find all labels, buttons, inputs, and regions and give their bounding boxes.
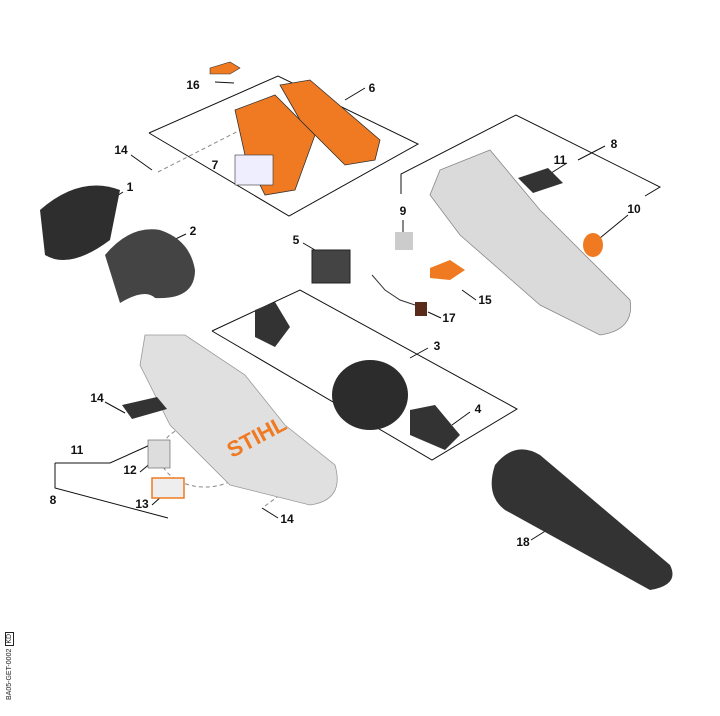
part-16	[209, 61, 241, 75]
callout-2: 2	[189, 224, 197, 238]
callout-13: 13	[135, 497, 149, 511]
part-6b	[279, 79, 381, 166]
part-2	[105, 229, 195, 303]
doc-id-text: BA05-GET-0002	[6, 648, 13, 700]
callout-8: 8	[610, 137, 618, 151]
callout-14: 14	[114, 143, 128, 157]
callout-12: 12	[123, 463, 137, 477]
group-frame-8	[400, 114, 662, 197]
callout-11b: 11	[70, 443, 84, 457]
callout-4: 4	[474, 402, 482, 416]
part-11	[518, 168, 563, 193]
document-id: BA05-GET-0002 KD	[5, 631, 14, 700]
part-housing-left	[139, 334, 338, 506]
part-9	[395, 232, 413, 250]
part-10	[583, 233, 603, 257]
callout-14b: 14	[90, 391, 104, 405]
group-frame-8b	[54, 463, 169, 519]
callout-8b: 8	[49, 493, 57, 507]
part-17	[415, 302, 427, 316]
callout-9: 9	[399, 204, 407, 218]
part-8	[429, 149, 632, 336]
doc-tag: KD	[5, 631, 14, 646]
part-18	[491, 449, 673, 590]
part-3	[332, 360, 408, 430]
part-7	[234, 154, 274, 186]
callout-17: 17	[442, 311, 456, 325]
part-5	[311, 249, 351, 284]
callout-1: 1	[126, 180, 134, 194]
part-3a	[255, 302, 290, 347]
callout-14c: 14	[280, 512, 294, 526]
part-13	[151, 477, 185, 499]
part-12	[147, 439, 171, 469]
callout-11: 11	[553, 153, 567, 167]
group-frame-6	[148, 75, 420, 217]
callout-18: 18	[516, 535, 530, 549]
callout-5: 5	[292, 233, 300, 247]
callout-7: 7	[211, 158, 219, 172]
callout-10: 10	[627, 202, 641, 216]
callout-3: 3	[433, 339, 441, 353]
part-4	[410, 405, 460, 450]
part-15	[430, 260, 465, 280]
callout-15: 15	[478, 293, 492, 307]
part-1	[40, 185, 120, 260]
callout-16: 16	[186, 78, 200, 92]
part-11b	[122, 397, 167, 419]
callout-6: 6	[368, 81, 376, 95]
